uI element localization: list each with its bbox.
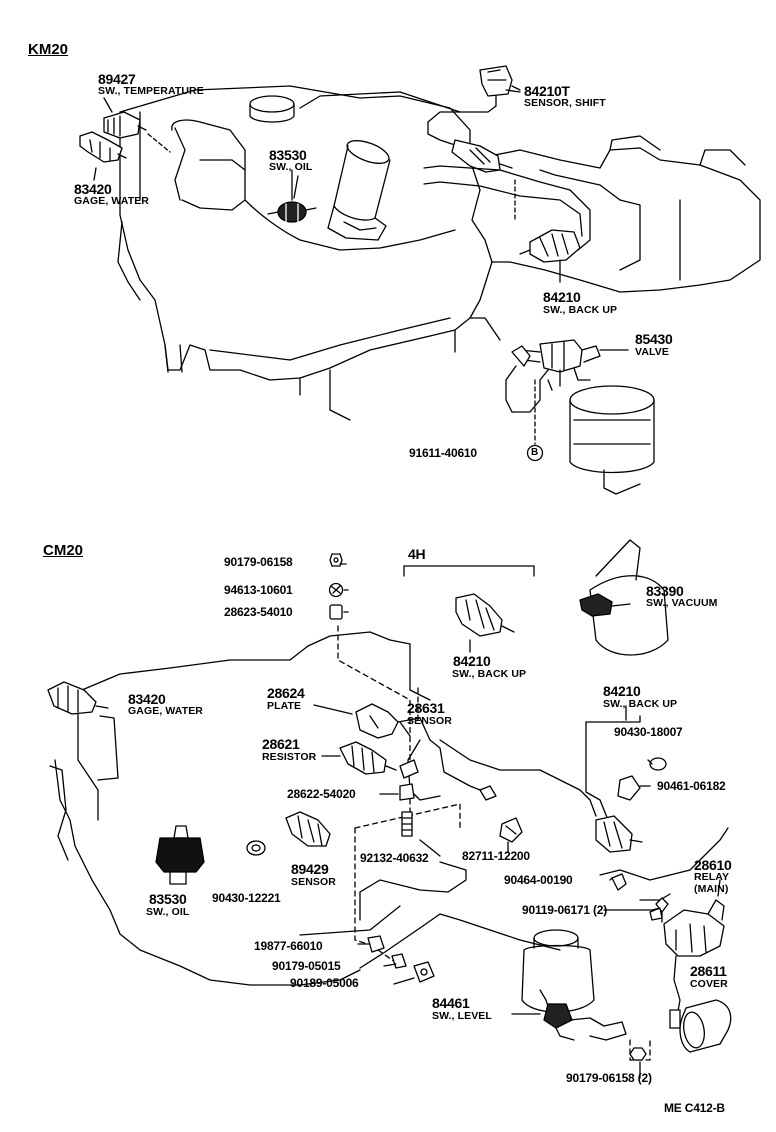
part-desc-84210-km: SW., BACK UP — [543, 304, 618, 316]
part-desc-84210-right: SW., BACK UP — [603, 698, 678, 710]
b-marker-label: B — [531, 447, 539, 458]
part-number-28610: 28610 — [694, 857, 732, 873]
cm20-grommet-28622 — [399, 783, 415, 801]
part-number-28624: 28624 — [267, 685, 305, 701]
cm20-washer-94613 — [328, 582, 344, 598]
km20-temperature-switch — [103, 111, 147, 139]
section-label-km20: KM20 — [28, 41, 69, 58]
part-number-85430: 85430 — [635, 331, 673, 347]
part-desc-85430: VALVE — [635, 346, 669, 358]
cm20-sensor-assembly — [339, 703, 497, 801]
part-desc-83530-km: SW., OIL — [269, 161, 313, 173]
cm20-vacuum-switch — [579, 539, 669, 656]
km20-backup-switch — [423, 165, 591, 263]
km20-shift-sensor — [427, 65, 513, 173]
part-number-28621: 28621 — [262, 736, 300, 752]
part-desc-83390: SW., VACUUM — [646, 597, 718, 609]
km20-engine-outline — [117, 85, 761, 421]
part-desc-28610-line1: RELAY — [694, 871, 730, 883]
cm20-nut-90179 — [329, 553, 343, 567]
part-desc-89427: SW., TEMPERATURE — [98, 85, 204, 97]
part-number-28611: 28611 — [690, 963, 727, 979]
cm20-relay — [649, 899, 725, 1029]
cm20-stud-92132 — [401, 811, 413, 837]
part-desc-83530-cm: SW., OIL — [146, 906, 190, 918]
cm20-relay-cover — [679, 999, 732, 1053]
part-number-92132: 92132-40632 — [360, 851, 429, 865]
part-number-84210T: 84210T — [524, 83, 570, 99]
cm20-bolt-90119 — [655, 897, 669, 923]
cm20-leader-relay — [717, 879, 721, 897]
part-number-84210-4h: 84210 — [453, 653, 491, 669]
part-number-90179-06158: 90179-06158 — [224, 555, 293, 569]
part-desc-83420-km: GAGE, WATER — [74, 195, 149, 207]
cm20-backup-switch-4h — [455, 593, 515, 637]
part-number-90430-12221: 90430-12221 — [212, 891, 281, 905]
part-desc-28624: PLATE — [267, 700, 302, 712]
part-desc-28631: SENSOR — [407, 715, 452, 727]
cm20-part-19877 — [367, 935, 385, 953]
cm20-part-90179-05015 — [391, 953, 407, 969]
km20-leader-shift — [505, 89, 521, 93]
cm20-engine-outline — [49, 631, 729, 986]
part-desc-28610-line2: (MAIN) — [694, 883, 729, 895]
part-number-83530-cm: 83530 — [149, 891, 187, 907]
part-desc-89429: SENSOR — [291, 876, 336, 888]
part-number-83420-cm: 83420 — [128, 691, 166, 707]
part-number-84210-right: 84210 — [603, 683, 641, 699]
km20-vacuum-canister — [569, 385, 655, 495]
cm20-clamp-90461 — [617, 775, 641, 801]
part-number-28631: 28631 — [407, 700, 445, 716]
b-marker-circle — [526, 444, 544, 462]
cm20-part-28623 — [329, 604, 343, 620]
pointer-lines — [93, 85, 661, 1079]
km20-leader-temp — [147, 133, 171, 153]
part-number-83390: 83390 — [646, 583, 684, 599]
part-number-90430-18007: 90430-18007 — [614, 725, 683, 739]
part-number-83530-km: 83530 — [269, 147, 307, 163]
4h-bracket — [403, 565, 535, 577]
cm20-clip-82711 — [499, 817, 523, 843]
part-number-83420-km: 83420 — [74, 181, 112, 197]
cm20-backup-switch-right — [579, 715, 643, 853]
part-number-91611: 91611-40610 — [409, 446, 477, 460]
part-desc-84210-4h: SW., BACK UP — [452, 668, 527, 680]
km20-water-gage — [79, 131, 127, 163]
cm20-water-gage — [47, 681, 109, 715]
part-number-89429: 89429 — [291, 861, 329, 877]
cm20-washer-90430-12221 — [246, 840, 266, 856]
part-desc-84210T: SENSOR, SHIFT — [524, 97, 606, 109]
part-number-90189: 90189-05006 — [290, 976, 359, 990]
part-number-90119: 90119-06171 (2) — [522, 903, 608, 917]
cm20-sensor-89429 — [285, 811, 331, 847]
part-desc-28621: RESISTOR — [262, 751, 317, 763]
part-desc-28611: COVER — [690, 978, 728, 990]
part-number-90179-05015: 90179-05015 — [272, 959, 341, 973]
footer-code: ME C412-B — [664, 1101, 725, 1115]
part-number-90461: 90461-06182 — [657, 779, 726, 793]
part-number-94613: 94613-10601 — [224, 583, 293, 597]
part-number-89427: 89427 — [98, 71, 136, 87]
cm20-washer-90430-18007 — [649, 757, 667, 771]
part-number-28623: 28623-54010 — [224, 605, 293, 619]
cm20-oil-switch — [155, 825, 205, 885]
cm20-part-90189 — [413, 961, 435, 983]
part-number-90179-06158-2: 90179-06158 (2) — [566, 1071, 652, 1085]
section-label-cm20: CM20 — [43, 542, 84, 559]
part-number-84210-km: 84210 — [543, 289, 581, 305]
part-desc-83420-cm: GAGE, WATER — [128, 705, 203, 717]
label-4h: 4H — [408, 546, 426, 562]
cm20-level-switch-tank — [521, 929, 627, 1041]
part-desc-84461: SW., LEVEL — [432, 1010, 492, 1022]
part-number-28622: 28622-54020 — [287, 787, 356, 801]
part-number-19877: 19877-66010 — [254, 939, 323, 953]
part-number-90464: 90464-00190 — [504, 873, 573, 887]
cm20-clip-90464 — [611, 873, 627, 891]
cm20-nut-90179-bottom — [629, 1047, 647, 1061]
part-number-82711: 82711-12200 — [462, 849, 530, 863]
km20-valve — [505, 339, 601, 413]
part-number-84461: 84461 — [432, 995, 470, 1011]
